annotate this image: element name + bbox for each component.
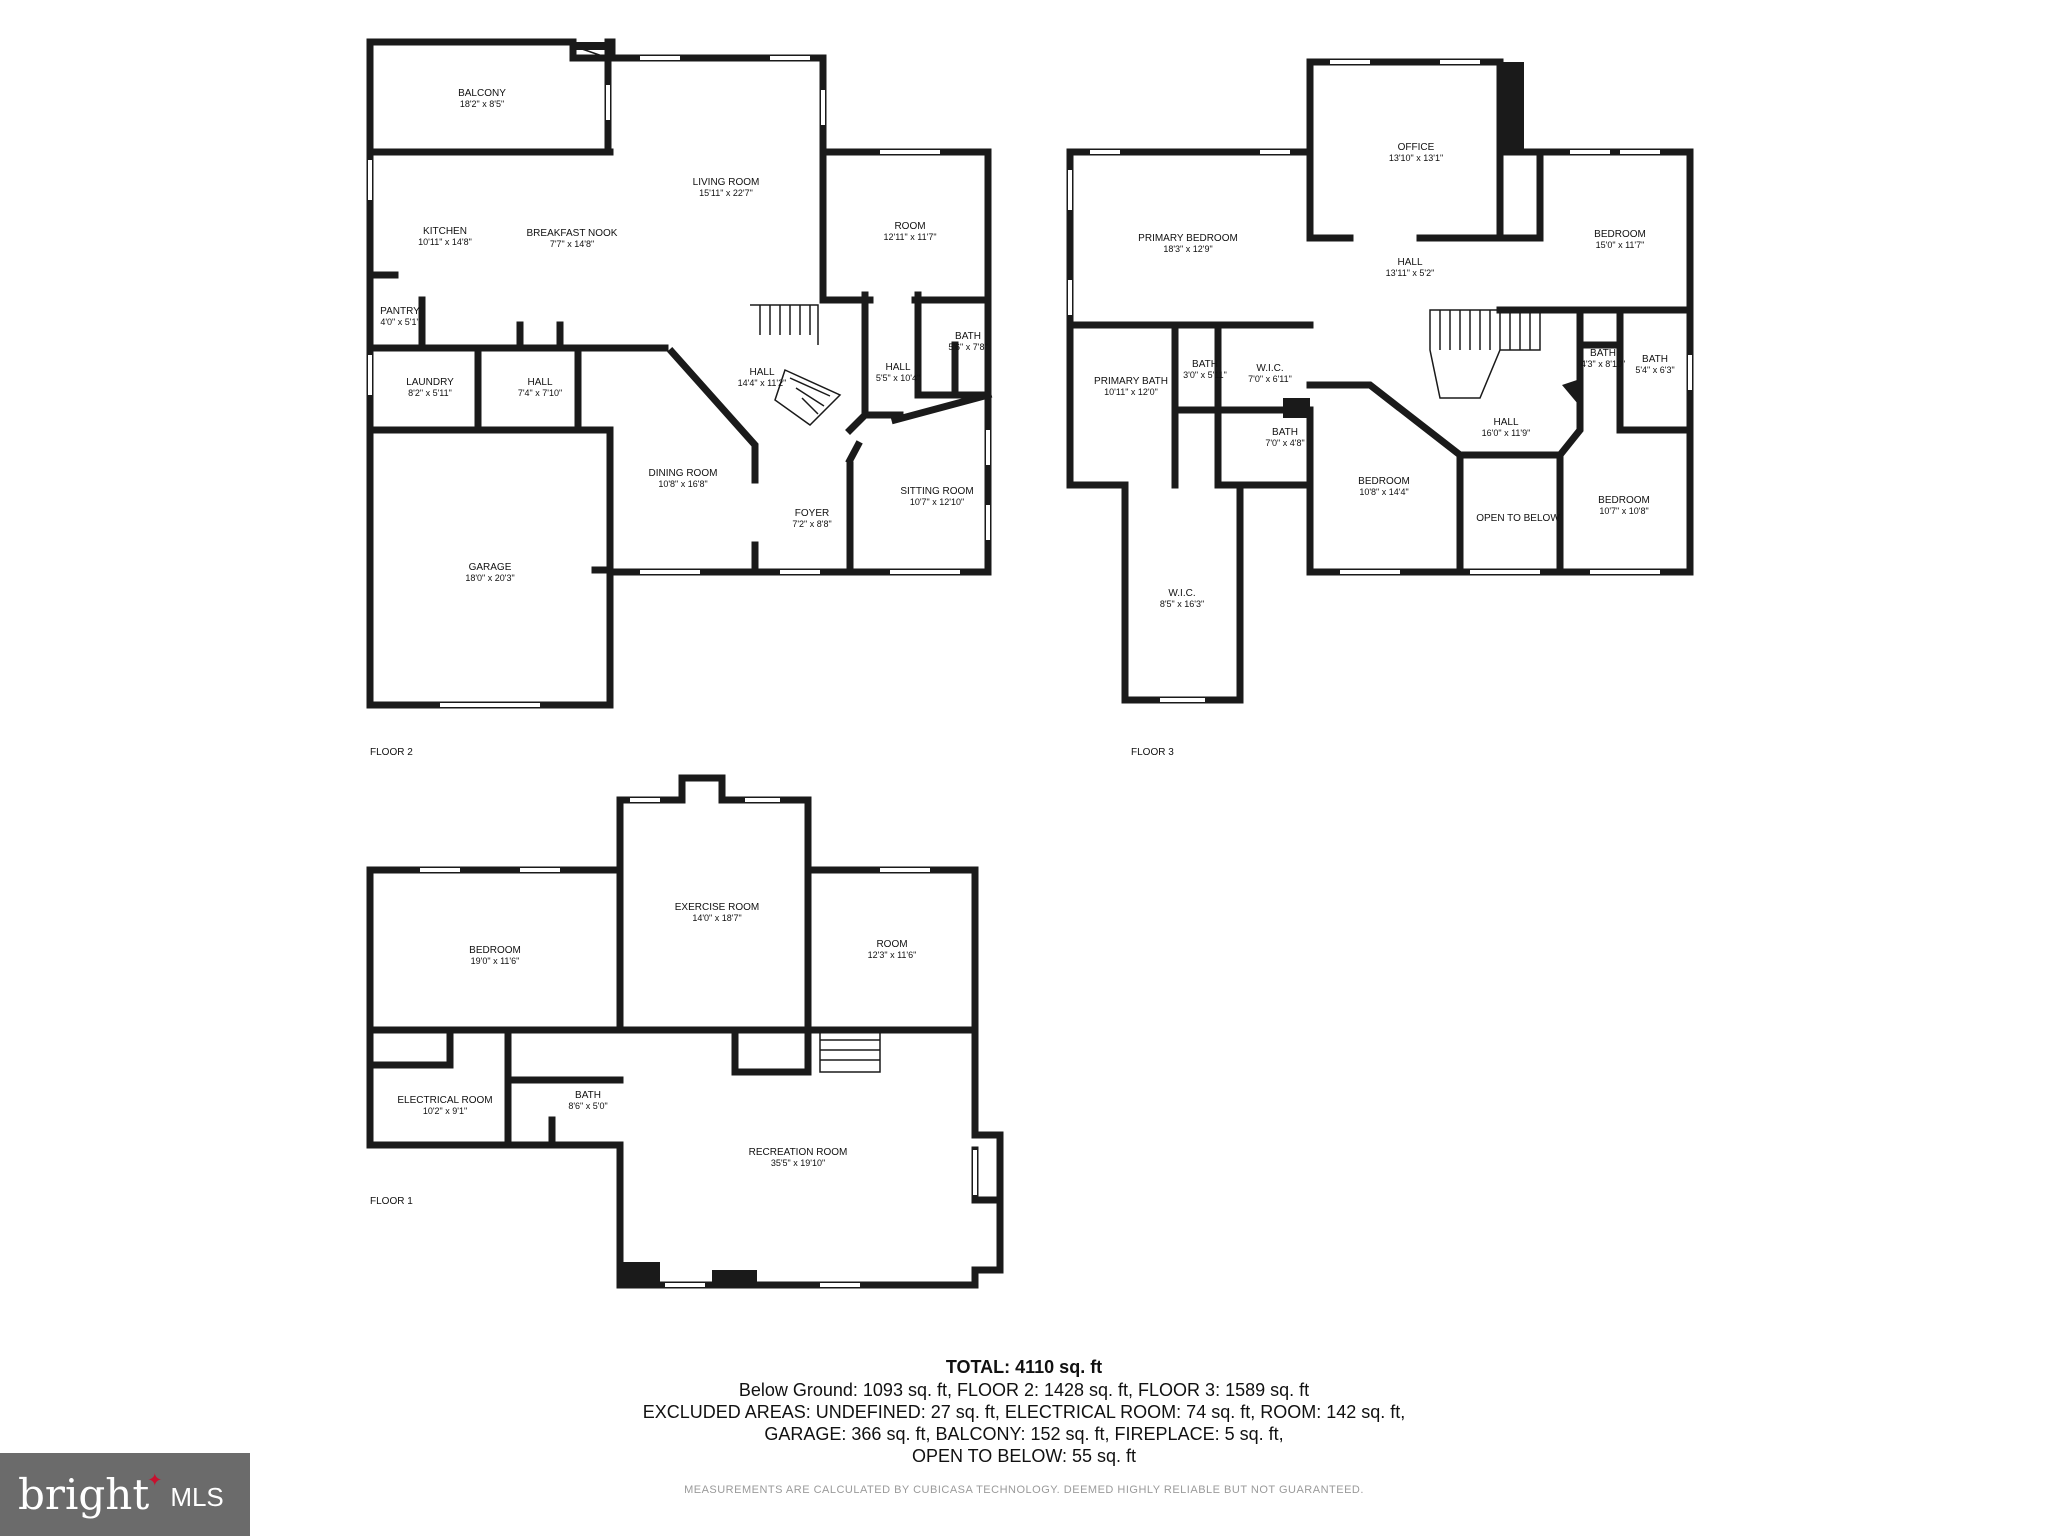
room-dimensions: 7'0" x 6'11" bbox=[1248, 374, 1292, 384]
room-name: BATH bbox=[1590, 348, 1616, 359]
room-dimensions: 5'6" x 7'8" bbox=[948, 342, 987, 352]
room-dimensions: 8'2" x 5'11" bbox=[408, 388, 452, 398]
excluded-areas: EXCLUDED AREAS: UNDEFINED: 27 sq. ft, EL… bbox=[642, 1402, 1406, 1422]
room-name: BATH bbox=[955, 331, 981, 342]
room-dimensions: 18'2" x 8'5" bbox=[460, 99, 504, 109]
floor-label: FLOOR 1 bbox=[370, 1196, 413, 1207]
room-name: HALL bbox=[1493, 417, 1518, 428]
room-dimensions: 10'11" x 12'0" bbox=[1104, 387, 1158, 397]
room-name: GARAGE bbox=[469, 562, 512, 573]
room-dimensions: 10'8" x 16'8" bbox=[658, 479, 707, 489]
room-dimensions: 35'5" x 19'10" bbox=[771, 1158, 825, 1168]
logo-wordmark: bright bbox=[18, 1470, 150, 1519]
room-name: BATH bbox=[1192, 359, 1218, 370]
room-name: OPEN TO BELOW bbox=[1476, 513, 1560, 524]
room-name: W.I.C. bbox=[1168, 588, 1195, 599]
room-name: HALL bbox=[527, 377, 552, 388]
room-name: BEDROOM bbox=[469, 945, 521, 956]
floor-3-plan bbox=[1066, 58, 1694, 704]
room-name: BEDROOM bbox=[1594, 229, 1646, 240]
room-name: HALL bbox=[1397, 257, 1422, 268]
room-dimensions: 14'0" x 18'7" bbox=[692, 913, 741, 923]
bright-mls-logo: bright ✦ MLS bbox=[0, 1453, 250, 1536]
room-dimensions: 7'0" x 4'8" bbox=[1265, 438, 1304, 448]
room-dimensions: 5'5" x 10'4" bbox=[876, 373, 920, 383]
room-dimensions: 8'6" x 5'0" bbox=[568, 1101, 607, 1111]
room-dimensions: 19'0" x 11'6" bbox=[471, 956, 520, 966]
room-dimensions: 13'11" x 5'2" bbox=[1386, 268, 1435, 278]
room-name: ELECTRICAL ROOM bbox=[397, 1095, 492, 1106]
room-name: BEDROOM bbox=[1598, 495, 1650, 506]
room-dimensions: 12'11" x 11'7" bbox=[883, 232, 936, 242]
area-breakdown: Below Ground: 1093 sq. ft, FLOOR 2: 1428… bbox=[738, 1380, 1310, 1400]
room-dimensions: 10'8" x 14'4" bbox=[1359, 487, 1408, 497]
room-name: BATH bbox=[575, 1090, 601, 1101]
room-name: LAUNDRY bbox=[406, 377, 454, 388]
room-name: HALL bbox=[749, 367, 774, 378]
room-dimensions: 16'0" x 11'9" bbox=[1482, 428, 1531, 438]
room-dimensions: 18'0" x 20'3" bbox=[465, 573, 514, 583]
room-name: BEDROOM bbox=[1358, 476, 1410, 487]
floor-label: FLOOR 2 bbox=[370, 747, 413, 758]
room-name: HALL bbox=[885, 362, 910, 373]
room-name: SITTING ROOM bbox=[900, 486, 973, 497]
room-dimensions: 10'2" x 9'1" bbox=[423, 1106, 467, 1116]
room-name: PRIMARY BATH bbox=[1094, 376, 1168, 387]
room-name: BREAKFAST NOOK bbox=[527, 228, 618, 239]
room-dimensions: 13'10" x 13'1" bbox=[1389, 153, 1443, 163]
room-dimensions: 10'7" x 10'8" bbox=[1599, 506, 1648, 516]
room-dimensions: 7'2" x 8'8" bbox=[792, 519, 831, 529]
room-dimensions: 7'7" x 14'8" bbox=[550, 239, 594, 249]
room-name: FOYER bbox=[795, 508, 829, 519]
room-name: ROOM bbox=[894, 221, 925, 232]
logo-suffix: MLS bbox=[170, 1482, 224, 1512]
room-name: BALCONY bbox=[458, 88, 506, 99]
floor-1-plan bbox=[366, 774, 1004, 1289]
room-name: EXERCISE ROOM bbox=[675, 902, 759, 913]
room-name: PANTRY bbox=[380, 306, 420, 317]
room-name: LIVING ROOM bbox=[693, 177, 760, 188]
room-name: KITCHEN bbox=[423, 226, 467, 237]
room-dimensions: 15'0" x 11'7" bbox=[1596, 240, 1645, 250]
room-name: BATH bbox=[1272, 427, 1298, 438]
room-dimensions: 7'4" x 7'10" bbox=[518, 388, 562, 398]
room-dimensions: 15'11" x 22'7" bbox=[699, 188, 753, 198]
room-dimensions: 10'7" x 12'10" bbox=[910, 497, 964, 507]
excluded-areas-continued: GARAGE: 366 sq. ft, BALCONY: 152 sq. ft,… bbox=[764, 1424, 1284, 1444]
room-dimensions: 12'3" x 11'6" bbox=[868, 950, 917, 960]
room-dimensions: 3'0" x 5'11" bbox=[1183, 370, 1227, 380]
room-name: DINING ROOM bbox=[649, 468, 718, 479]
room-dimensions: 4'3" x 8'10" bbox=[1581, 359, 1625, 369]
spark-icon: ✦ bbox=[147, 1470, 163, 1490]
room-dimensions: 4'0" x 5'1" bbox=[380, 317, 419, 327]
room-dimensions: 10'11" x 14'8" bbox=[418, 237, 472, 247]
measurement-disclaimer: MEASUREMENTS ARE CALCULATED BY CUBICASA … bbox=[684, 1484, 1364, 1496]
room-name: RECREATION ROOM bbox=[749, 1147, 848, 1158]
room-name: OFFICE bbox=[1398, 142, 1435, 153]
floor-2-plan bbox=[366, 38, 993, 709]
room-dimensions: 18'3" x 12'9" bbox=[1163, 244, 1212, 254]
total-area: TOTAL: 4110 sq. ft bbox=[945, 1357, 1103, 1377]
room-dimensions: 8'5" x 16'3" bbox=[1160, 599, 1204, 609]
room-name: W.I.C. bbox=[1256, 363, 1283, 374]
room-dimensions: 14'4" x 11'2" bbox=[738, 378, 787, 388]
room-dimensions: 5'4" x 6'3" bbox=[1635, 365, 1674, 375]
room-labels: BALCONY 18'2" x 8'5" LIVING ROOM 15'11" … bbox=[380, 88, 1675, 1168]
open-to-below-area: OPEN TO BELOW: 55 sq. ft bbox=[911, 1446, 1137, 1466]
floor-label: FLOOR 3 bbox=[1131, 747, 1174, 758]
room-name: PRIMARY BEDROOM bbox=[1138, 233, 1238, 244]
room-name: BATH bbox=[1642, 354, 1668, 365]
room-name: ROOM bbox=[876, 939, 907, 950]
